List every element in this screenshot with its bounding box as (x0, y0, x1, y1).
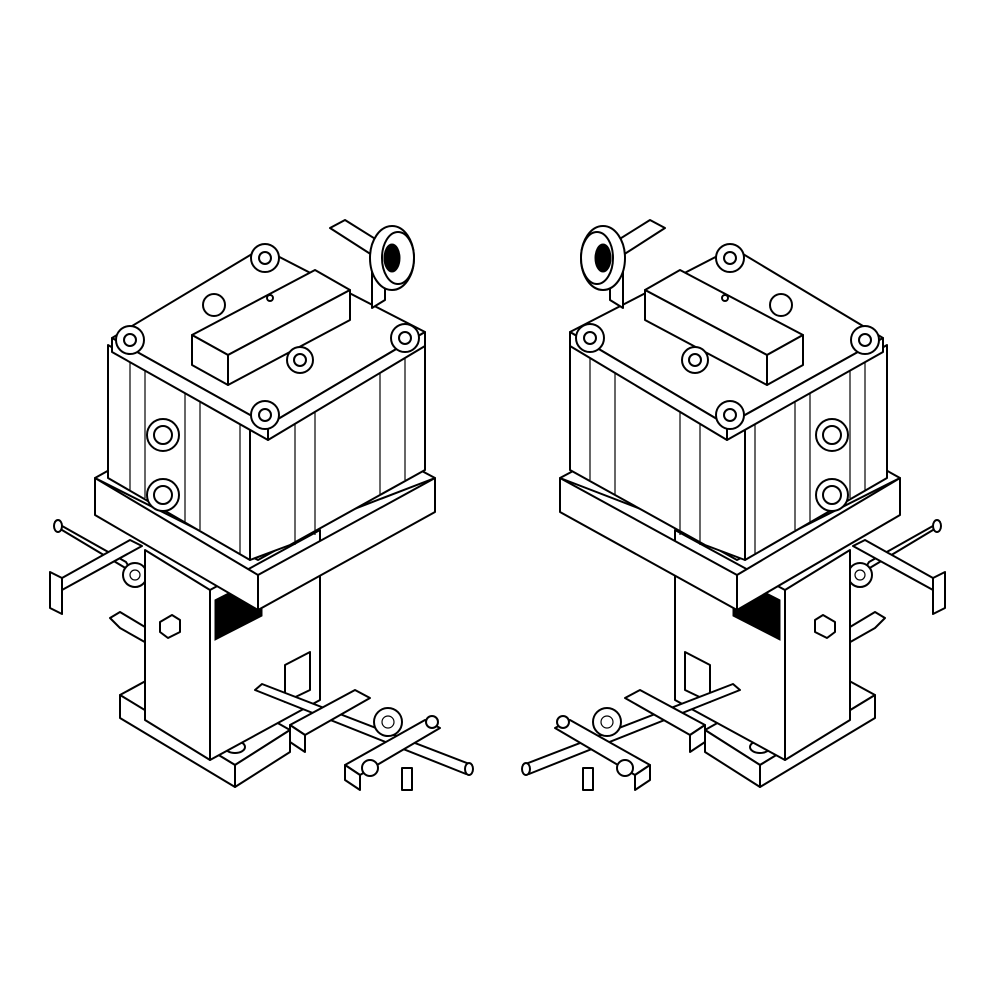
assembly-right-view (521, 219, 946, 791)
assembly-left-view (49, 219, 474, 791)
